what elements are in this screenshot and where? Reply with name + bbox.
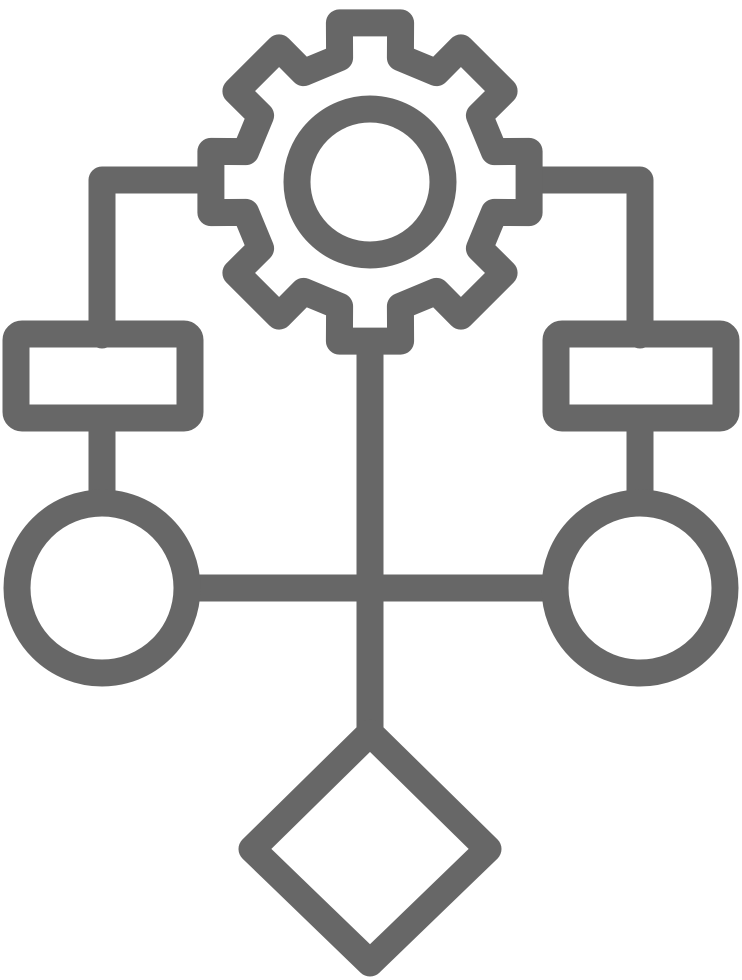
connector-circle-right xyxy=(541,489,739,687)
connector-line-right-top xyxy=(526,166,654,349)
connector-line-left-top xyxy=(88,166,214,349)
gear-icon xyxy=(197,9,543,355)
process-box-right xyxy=(542,320,740,432)
connector-circle-left xyxy=(3,489,201,687)
gear-hub xyxy=(283,95,457,269)
gear-outline xyxy=(197,9,543,355)
connector-lines xyxy=(88,166,654,746)
decision-diamond xyxy=(238,719,502,977)
process-box-left xyxy=(2,320,204,432)
